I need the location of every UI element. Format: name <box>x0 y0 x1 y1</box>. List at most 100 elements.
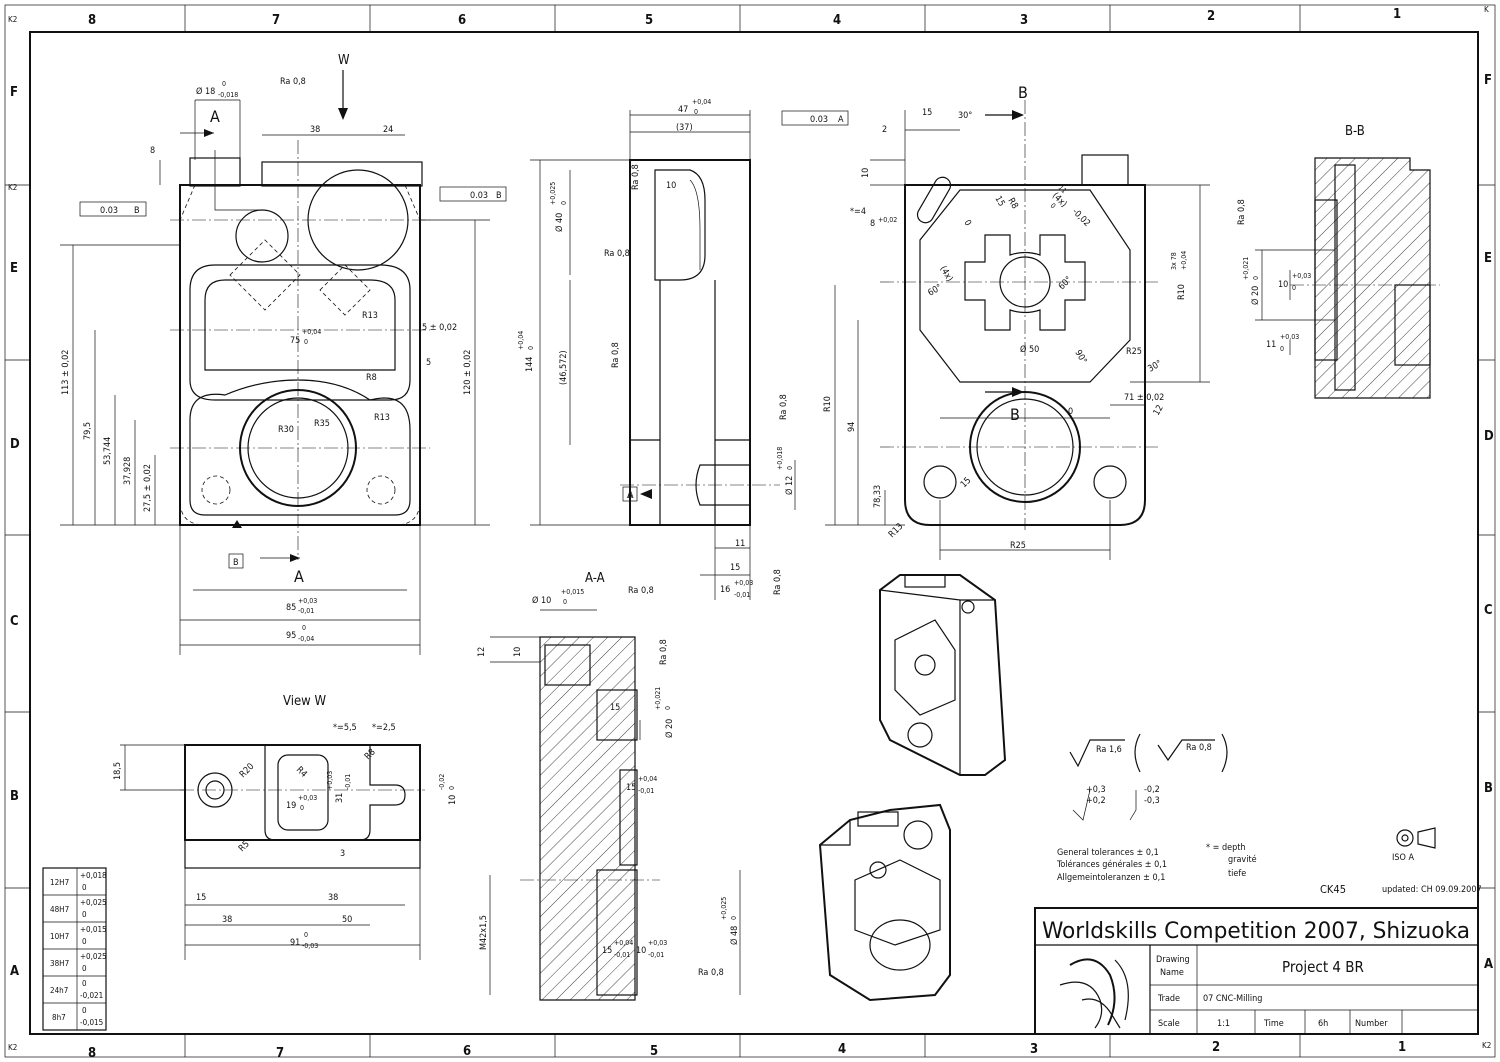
datum-a-box <box>622 486 638 502</box>
section-aa: A-A Ø 10 +0,015 0 Ra 0,8 Ra 0,8 12 10 15… <box>477 571 741 1001</box>
row-right-c: C <box>1484 603 1493 618</box>
rv-dim-2: 2 <box>882 125 887 135</box>
section-a-label-bottom: A <box>294 567 304 586</box>
section-a-label-top: A <box>210 107 220 126</box>
sv-dim-21: A <box>628 491 634 501</box>
bb-dim-8: +0,03 <box>1280 333 1299 341</box>
datum-b-box <box>228 553 244 569</box>
vw-dim-22: 0 <box>304 931 308 939</box>
section-bb-title: B-B <box>1345 124 1365 139</box>
sv-dim-27: Ra 0,8 <box>773 569 783 595</box>
vw-dim-11: -0,01 <box>344 774 352 790</box>
tol-fit-0: 12H7 <box>50 878 69 887</box>
sv-dim-9: Ra 0,8 <box>631 164 641 190</box>
fv-dim-13: 79,5 <box>83 422 93 440</box>
view-w-title: View W <box>283 694 326 709</box>
sv-dim-25: +0,03 <box>734 579 753 587</box>
col-top-3: 3 <box>1020 13 1028 28</box>
aa-dim-16: +0,04 <box>614 939 633 947</box>
section-bb: B-B Ra 0,8 Ø 20 +0,021 0 10 +0,03 0 11 +… <box>1237 124 1440 399</box>
fv-dim-8: B <box>134 206 140 216</box>
aa-dim-24: Ra 0,8 <box>698 968 724 978</box>
sv-dim-4: 0.03 <box>810 115 828 125</box>
vw-dim-13: -0,02 <box>438 774 446 790</box>
bb-dim-5: +0,03 <box>1292 272 1311 280</box>
aa-dim-22: +0,025 <box>720 897 728 920</box>
sv-dim-2: 0 <box>694 108 698 116</box>
tol-fit-1: 48H7 <box>50 905 69 914</box>
section-aa-title: A-A <box>585 571 605 586</box>
rv-dim-15: 60° <box>927 283 944 299</box>
sv-dim-7: +0,025 <box>549 182 557 205</box>
bb-dim-0: Ra 0,8 <box>1237 199 1247 225</box>
time-value: 6h <box>1318 1019 1328 1029</box>
sv-dim-13: +0,04 <box>517 331 525 350</box>
sv-dim-14: 0 <box>527 346 535 350</box>
row-right-d: D <box>1484 429 1494 444</box>
col-bot-5: 5 <box>650 1044 658 1059</box>
sv-dim-19: +0,018 <box>776 447 784 470</box>
vw-dim-21: 91 <box>290 938 300 948</box>
sv-dim-18: Ø 12 <box>784 476 795 495</box>
rv-dim-25: 71 ± 0,02 <box>1124 393 1164 403</box>
fv-dim-1: 0 <box>222 80 226 88</box>
aa-dim-17: -0,01 <box>614 951 630 959</box>
fv-dim-24: R13 <box>374 413 390 423</box>
general-tol-fr: Tolérances générales ± 0,1 <box>1056 859 1167 870</box>
fv-dim-6: 8 <box>150 146 155 156</box>
rv-dim-31: R13 <box>887 522 905 540</box>
general-tol-de: Allgemeintoleranzen ± 0,1 <box>1057 873 1165 883</box>
row-right-b: B <box>1484 781 1493 796</box>
rv-dim-16: 60° <box>1057 275 1074 292</box>
rv-dim-20: 30° <box>1147 359 1164 375</box>
rv-dim-14: (4x) <box>937 265 954 284</box>
col-bot-4: 4 <box>838 1042 846 1057</box>
drawing-name-label-2: Name <box>1160 968 1184 978</box>
drawing-name-label-1: Drawing <box>1156 955 1190 965</box>
corner-mark-br: K2 <box>1482 1041 1491 1050</box>
fv-dim-28: +0,03 <box>298 597 317 605</box>
worldskills-logo <box>1059 958 1129 1029</box>
isometric-view-bottom <box>818 803 951 1002</box>
aa-dim-13: -0,01 <box>638 787 654 795</box>
sv-dim-16: Ra 0,8 <box>611 342 621 368</box>
tol-lower-1: 0 <box>82 910 87 919</box>
sv-dim-15: (46,572) <box>559 350 569 385</box>
sv-dim-23: 15 <box>730 563 740 573</box>
fv-dim-17: 75 <box>290 336 300 346</box>
rv-dim-5: 8 <box>870 219 875 229</box>
tol-lower-2: 0 <box>82 937 87 946</box>
aa-dim-8: Ø 20 <box>664 719 675 738</box>
vw-dim-1: R20 <box>238 762 256 780</box>
view-w-arrow-label: W <box>338 53 350 68</box>
vw-dim-14: 0 <box>448 786 456 790</box>
vw-dim-15: R5 <box>237 839 252 854</box>
vw-dim-5: R4 <box>294 765 309 780</box>
vw-dim-9: 31 <box>335 793 345 803</box>
vw-dim-23: -0,03 <box>302 942 318 950</box>
scale-label: Scale <box>1158 1019 1180 1029</box>
side-view: A 47 +0,04 0 (37) 0.03 A Ø 40 +0,025 0 R… <box>517 98 849 600</box>
bb-dim-3: 0 <box>1252 276 1260 280</box>
col-top-7: 7 <box>272 13 280 28</box>
bb-dim-2: +0,021 <box>1242 257 1250 280</box>
corner-mark-tr: K <box>1484 5 1489 14</box>
row-left-b: B <box>10 789 19 804</box>
fv-dim-3: Ra 0,8 <box>280 77 306 87</box>
col-bot-1: 1 <box>1398 1040 1406 1055</box>
rv-dim-22: 3x 78 <box>1170 252 1178 270</box>
iso-label: ISO A <box>1392 853 1414 863</box>
tol-upper-0: +0,018 <box>80 871 107 880</box>
sv-dim-17: Ra 0,8 <box>779 394 789 420</box>
row-left-a: A <box>10 964 19 979</box>
vw-dim-12: 10 <box>448 795 458 805</box>
rv-dim-11: 11 <box>1057 184 1068 195</box>
aa-dim-14: M42x1,5 <box>479 915 489 950</box>
sv-dim-3: (37) <box>676 123 693 133</box>
fv-dim-15: 37,928 <box>123 457 133 485</box>
col-top-4: 4 <box>833 13 841 28</box>
vw-dim-19: 38 <box>222 915 232 925</box>
aa-dim-6: 10 <box>513 647 523 657</box>
fv-dim-12: 120 ± 0,02 <box>463 350 473 395</box>
